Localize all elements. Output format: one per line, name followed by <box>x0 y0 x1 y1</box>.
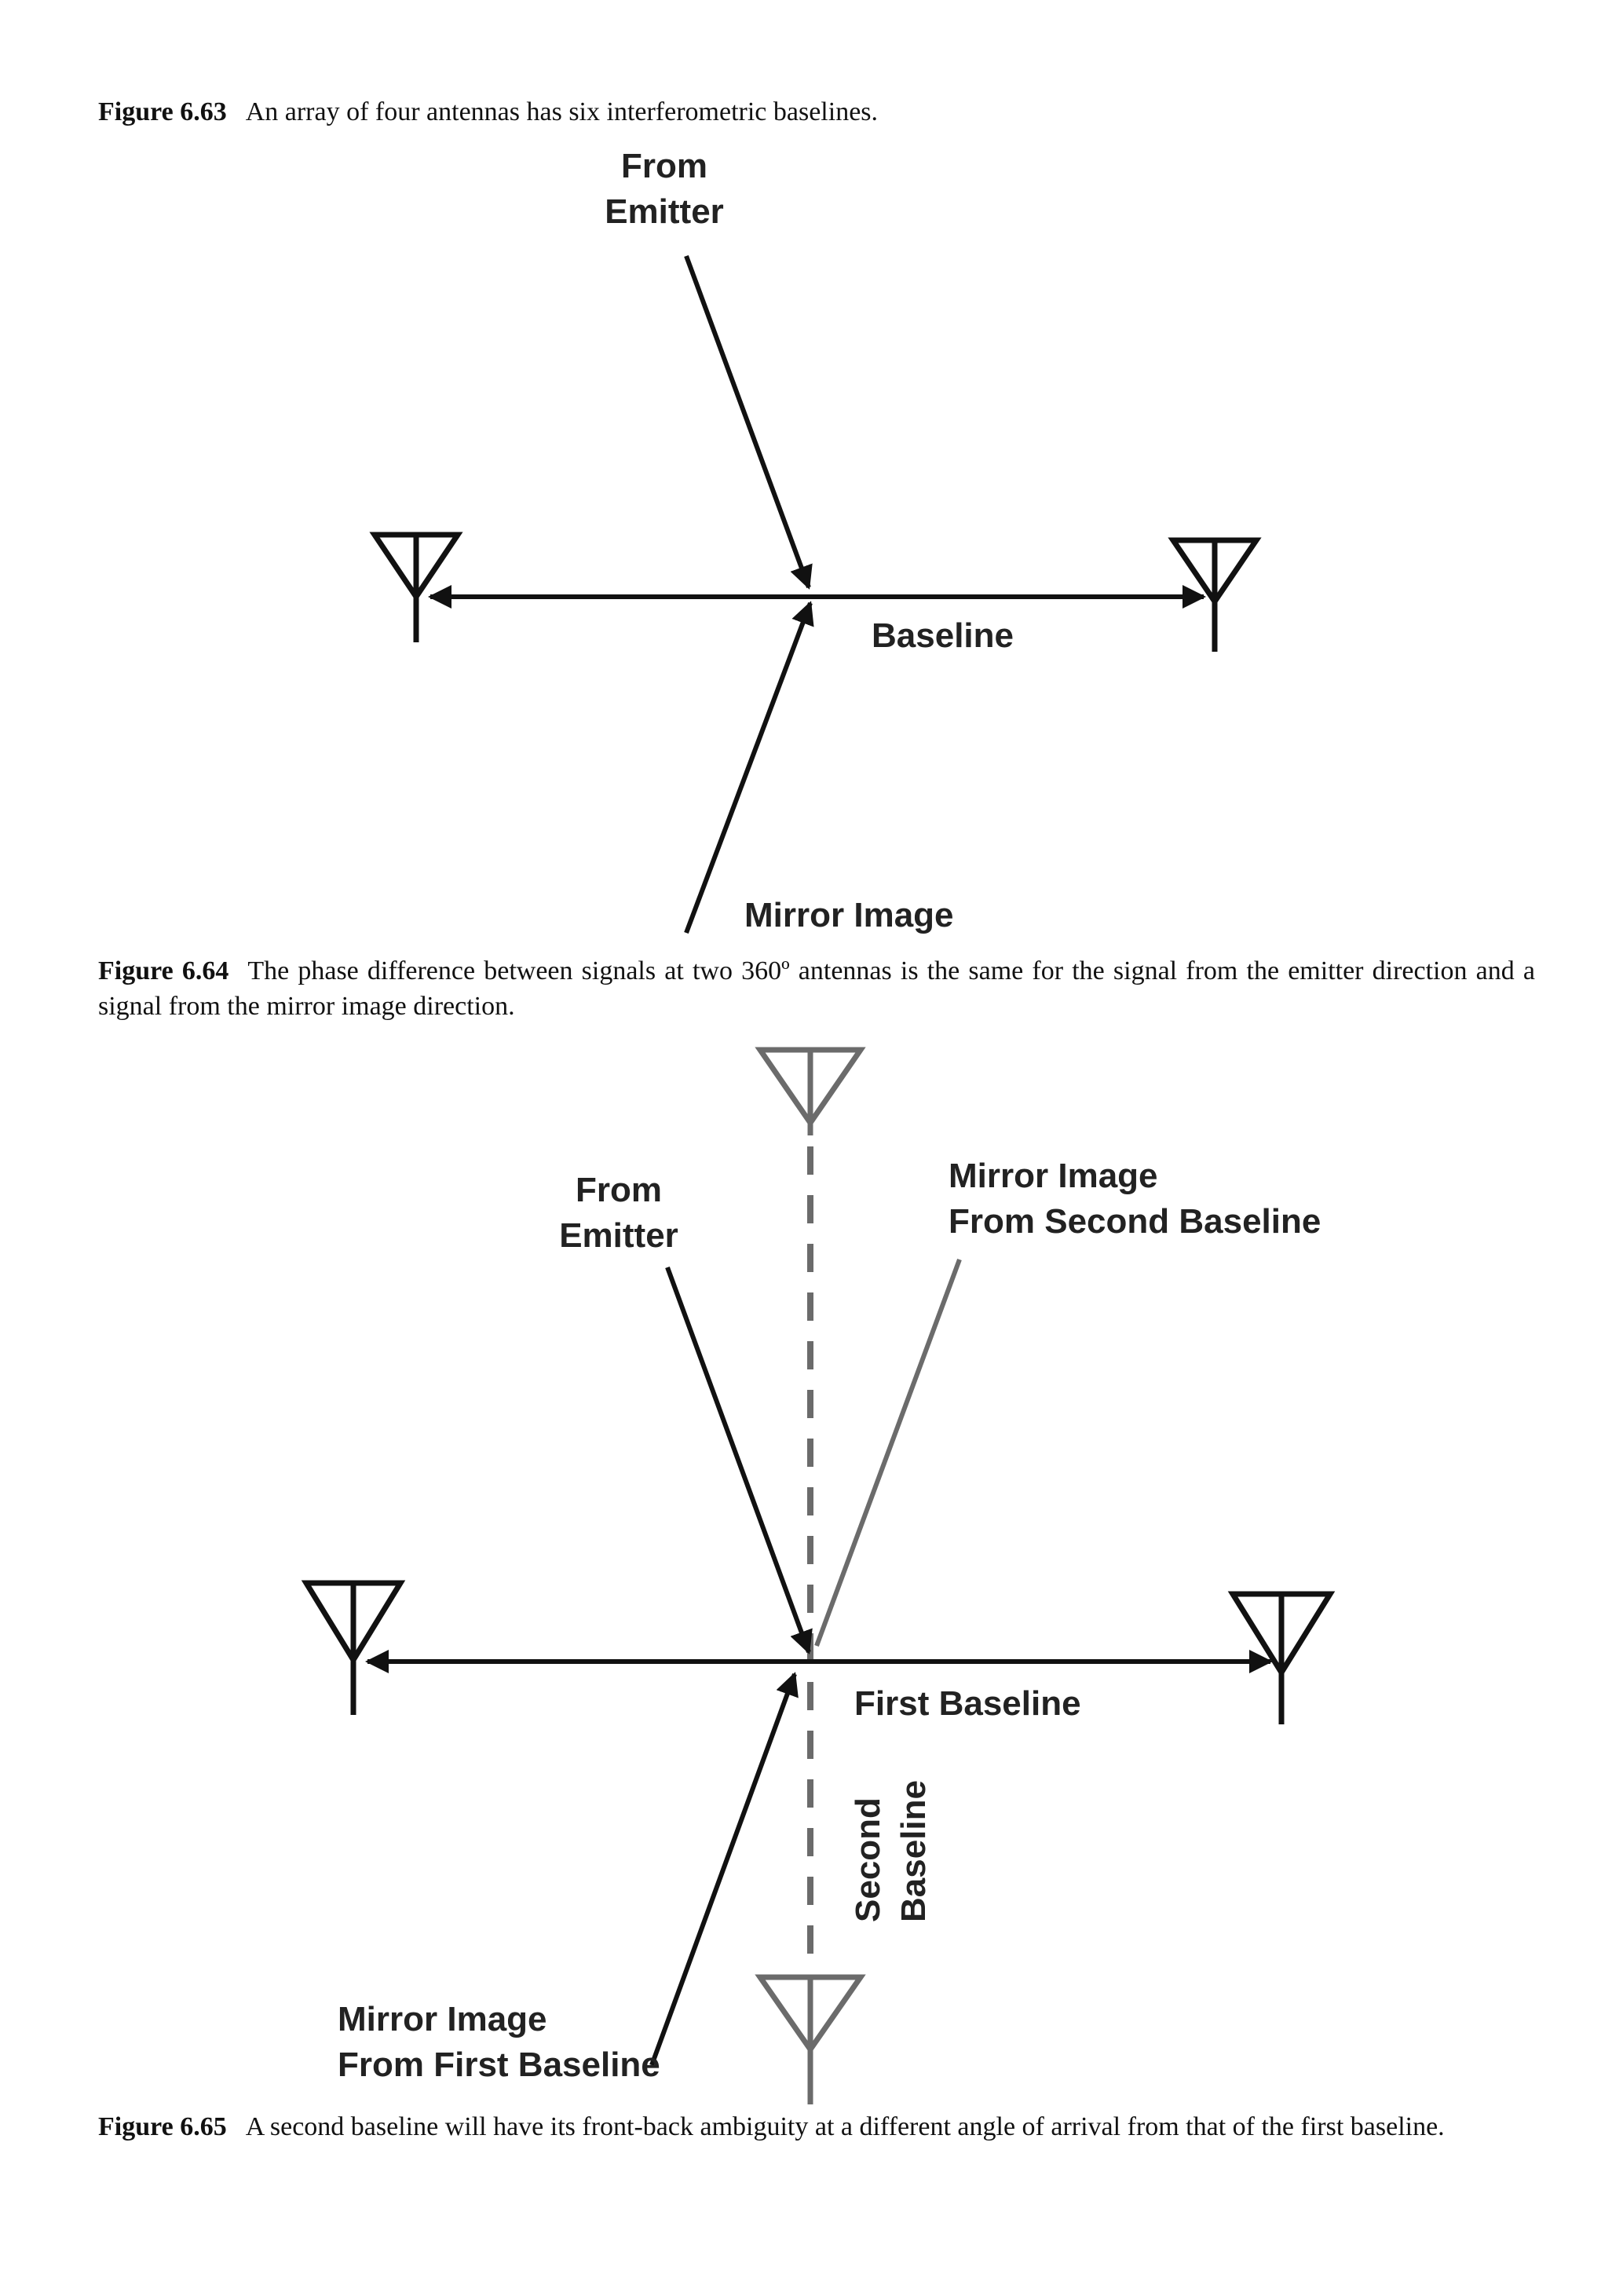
right-antenna-icon <box>1227 1591 1336 1724</box>
mirror-first-baseline-arrow <box>649 1672 799 2067</box>
from-emitter-label-line2: Emitter <box>605 192 724 231</box>
figure-number: Figure 6.64 <box>98 956 229 985</box>
caption-text: A second baseline will have its front-ba… <box>245 2112 1445 2141</box>
from-emitter-label-line2: Emitter <box>559 1216 678 1255</box>
mirror-image-arrow <box>684 601 814 934</box>
bottom-antenna-icon <box>755 1974 866 2104</box>
first-baseline-label: First Baseline <box>854 1684 1081 1723</box>
right-antenna-icon <box>1168 537 1262 652</box>
mirror-second-baseline-label-line2: From Second Baseline <box>949 1202 1321 1241</box>
emitter-signal-arrow <box>665 1266 813 1654</box>
top-antenna-icon <box>755 1047 866 1135</box>
from-emitter-label: From <box>576 1171 662 1209</box>
caption-text: The phase difference between signals at … <box>98 956 1535 1021</box>
figure-6-65-caption: Figure 6.65 A second baseline will have i… <box>98 2109 1535 2144</box>
emitter-signal-arrow <box>684 254 813 590</box>
mirror-second-baseline-label: Mirror Image <box>949 1157 1158 1195</box>
mirror-second-baseline-line <box>814 1258 962 1647</box>
figure-number: Figure 6.63 <box>98 97 227 126</box>
baseline-ambiguity-diagram: From Emitter Baseline Mirror Image <box>369 147 1262 934</box>
left-antenna-icon <box>301 1580 406 1715</box>
figure-number: Figure 6.65 <box>98 2112 227 2141</box>
caption-text: An array of four antennas has six interf… <box>245 97 879 126</box>
second-baseline-label-line2: Baseline <box>894 1780 933 1922</box>
figure-6-63-caption: Figure 6.63 An array of four antennas has… <box>98 94 1535 130</box>
mirror-image-label: Mirror Image <box>744 896 954 934</box>
left-antenna-icon <box>369 532 463 642</box>
from-emitter-label: From <box>621 147 707 185</box>
mirror-first-baseline-label-line2: From First Baseline <box>338 2046 660 2084</box>
mirror-first-baseline-label: Mirror Image <box>338 2000 547 2038</box>
second-baseline-label: Second <box>849 1797 887 1922</box>
baseline-label: Baseline <box>872 616 1014 655</box>
